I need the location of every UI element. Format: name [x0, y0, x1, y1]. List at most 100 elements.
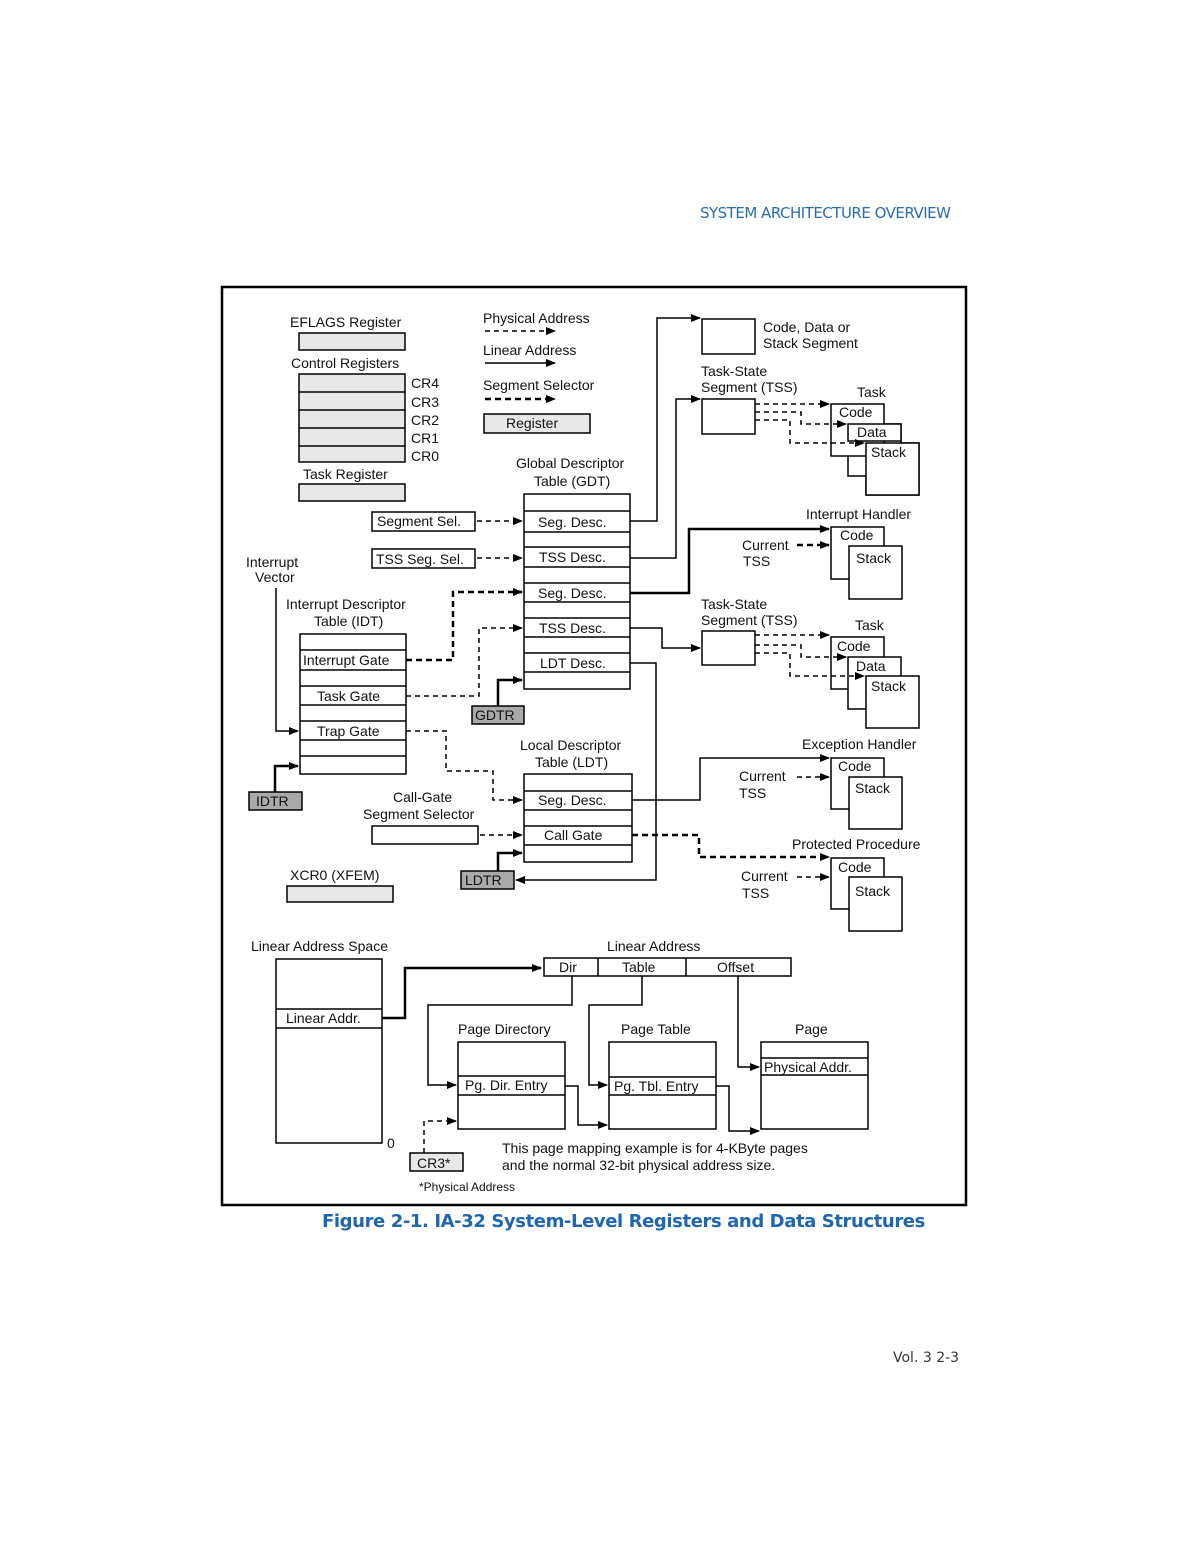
interrupt-vector-1: Interrupt [246, 554, 298, 570]
task2-label: Task [855, 617, 885, 633]
cr1-label: CR1 [411, 430, 439, 446]
eflags-register [298, 332, 406, 351]
task2-stack: Stack [871, 678, 907, 694]
xcr0-register [286, 885, 394, 903]
pde-entry: Pg. Dir. Entry [465, 1077, 547, 1093]
control-registers [298, 373, 406, 463]
paging-note-2: and the normal 32-bit physical address s… [502, 1157, 775, 1173]
figure-frame [220, 285, 968, 1207]
gdt-row-seg-desc: Seg. Desc. [538, 514, 606, 530]
call-gate-label-2: Segment Selector [363, 806, 475, 822]
gdt-title-1: Global Descriptor [516, 455, 624, 471]
ldt-title-2: Table (LDT) [535, 754, 608, 770]
gdtr-label: GDTR [475, 707, 515, 723]
tss-selector [371, 548, 476, 569]
gdt-table [523, 493, 631, 690]
cr3-register [409, 1152, 464, 1172]
legend-selector: Segment Selector [483, 377, 595, 393]
cr0-label: CR0 [411, 448, 439, 464]
task1-data: Data [857, 424, 887, 440]
eflags-label: EFLAGS Register [290, 314, 402, 330]
tss1-box [701, 398, 756, 435]
idt-row-interrupt-gate: Interrupt Gate [303, 652, 390, 668]
page-table [608, 1041, 717, 1130]
task1-stack: Stack [871, 444, 907, 460]
page-box [760, 1041, 869, 1130]
figure-caption: Figure 2-1. IA-32 System-Level Registers… [322, 1211, 925, 1232]
idt-table [299, 633, 407, 775]
exc-code: Code [838, 758, 872, 774]
int-tss: TSS [743, 553, 770, 569]
gdt-title-2: Table (GDT) [534, 473, 610, 489]
idt-row-task-gate: Task Gate [317, 688, 380, 704]
field-dir: Dir [559, 959, 577, 975]
exc-current: Current [739, 768, 786, 784]
prot-stack: Stack [855, 883, 891, 899]
tss2-box [701, 630, 756, 666]
idt-row-trap-gate: Trap Gate [317, 723, 380, 739]
linear-addr-entry: Linear Addr. [286, 1010, 361, 1026]
gdt-row-seg-desc-2: Seg. Desc. [538, 585, 606, 601]
page-table-label: Page Table [621, 1021, 691, 1037]
tss2-label-1: Task-State [701, 596, 767, 612]
code-data-stack-segment [701, 318, 756, 355]
legend-register-box [483, 413, 591, 434]
task1-label: Task [857, 384, 887, 400]
call-gate-selector [371, 825, 479, 845]
ldt-title-1: Local Descriptor [520, 737, 621, 753]
task-register-label: Task Register [303, 466, 388, 482]
linear-address-space [275, 958, 383, 1144]
exc-handler-label: Exception Handler [802, 736, 917, 752]
task2-data: Data [856, 658, 886, 674]
cr3-label: CR3 [411, 394, 439, 410]
legend-physical: Physical Address [483, 310, 590, 326]
tss2-label-2: Segment (TSS) [701, 612, 797, 628]
pte-entry: Pg. Tbl. Entry [614, 1078, 699, 1094]
page-label: Page [795, 1021, 828, 1037]
page-footer: Vol. 3 2-3 [893, 1350, 960, 1366]
control-label: Control Registers [291, 355, 399, 371]
tss-selector-label: TSS Seg. Sel. [376, 551, 464, 567]
prot-code: Code [838, 859, 872, 875]
interrupt-vector-2: Vector [255, 569, 295, 585]
segment-selector [371, 511, 476, 532]
cds-label-1: Code, Data or [763, 319, 850, 335]
gdt-row-tss-desc-2: TSS Desc. [539, 620, 606, 636]
task1-code: Code [839, 404, 873, 420]
ldt-row-seg-desc: Seg. Desc. [538, 792, 606, 808]
ldt-table [523, 773, 633, 863]
paging-footnote: *Physical Address [419, 1180, 515, 1194]
segment-selector-label: Segment Sel. [377, 513, 461, 529]
page-dir-label: Page Directory [458, 1021, 551, 1037]
gdt-row-ldt-desc: LDT Desc. [540, 655, 606, 671]
idtr-label: IDTR [256, 793, 289, 809]
linear-space-label: Linear Address Space [251, 938, 388, 954]
zero-label: 0 [387, 1135, 395, 1151]
int-handler-label: Interrupt Handler [806, 506, 911, 522]
task2-code: Code [837, 638, 871, 654]
xcr0-label: XCR0 (XFEM) [290, 867, 379, 883]
tss1-label-1: Task-State [701, 363, 767, 379]
field-table: Table [622, 959, 656, 975]
ldt-row-call-gate: Call Gate [544, 827, 603, 843]
task-register [298, 483, 406, 502]
gdt-row-tss-desc: TSS Desc. [539, 549, 606, 565]
field-offset: Offset [717, 959, 754, 975]
cr2-label: CR2 [411, 412, 439, 428]
phys-addr-entry: Physical Addr. [764, 1059, 852, 1075]
ldtr-label: LDTR [465, 872, 502, 888]
legend-register: Register [506, 415, 558, 431]
idt-title-2: Table (IDT) [314, 613, 383, 629]
ldtr-register [460, 870, 515, 890]
exc-tss: TSS [739, 785, 766, 801]
int-stack: Stack [856, 550, 892, 566]
cds-label-2: Stack Segment [763, 335, 858, 351]
legend-linear: Linear Address [483, 342, 576, 358]
cr4-label: CR4 [411, 375, 439, 391]
prot-tss: TSS [742, 885, 769, 901]
prot-proc-label: Protected Procedure [792, 836, 921, 852]
running-header: SYSTEM ARCHITECTURE OVERVIEW [700, 204, 951, 222]
tss1-label-2: Segment (TSS) [701, 379, 797, 395]
call-gate-label-1: Call-Gate [393, 789, 452, 805]
linear-address-fields [543, 957, 792, 977]
